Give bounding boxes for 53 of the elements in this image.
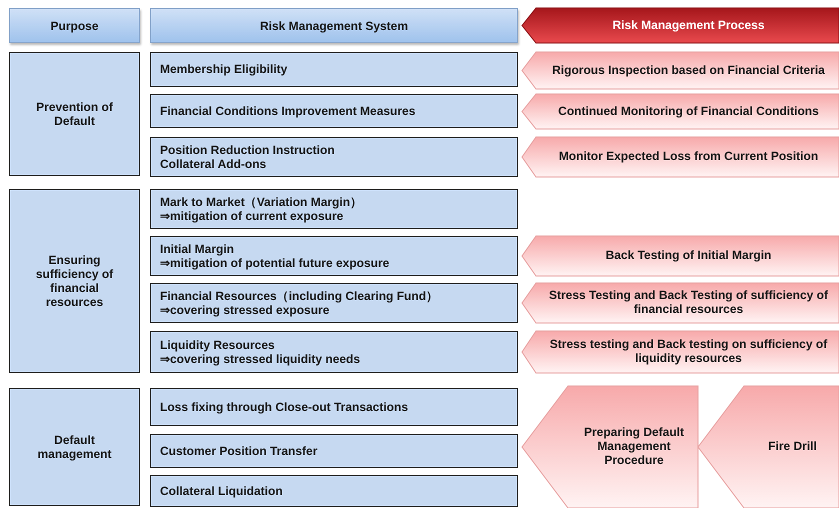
process-column-header: [522, 8, 839, 43]
system-box: [150, 434, 518, 468]
box-label: Initial Margin: [160, 242, 234, 256]
box-label: Prevention of Default: [35, 100, 114, 128]
box-label: Risk Management System: [260, 18, 408, 32]
system-box: [150, 52, 518, 87]
box-label: Purpose: [50, 18, 98, 32]
process-tag: [522, 94, 839, 129]
box-label: ⇒covering stressed liquidity needs: [160, 352, 360, 366]
process-tag: [522, 52, 839, 89]
system-box: [150, 189, 518, 229]
process-tag: [522, 236, 839, 276]
box-label: ⇒mitigation of current exposure: [160, 209, 344, 224]
purpose-box: [9, 52, 140, 176]
box-label: Financial Resources（including Clearing Fund）: [160, 288, 438, 303]
process-tag: [698, 386, 839, 508]
column-header: [150, 8, 518, 43]
system-box: [150, 388, 518, 426]
process-tag: [522, 137, 839, 177]
box-label: Financial Conditions Improvement Measures: [160, 104, 416, 118]
box-label: Rigorous Inspection based on Financial Criteria: [552, 64, 825, 78]
box-label: Mark to Market（Variation Margin）: [160, 194, 362, 209]
box-label: Stress testing and Back testing on sufficiency of liquidity resources: [548, 338, 828, 366]
purpose-box: [9, 189, 140, 373]
box-label: Back Testing of Initial Margin: [606, 249, 772, 263]
box-label: Membership Eligibility: [160, 62, 288, 77]
box-label: Preparing Default Management Procedure: [582, 426, 686, 468]
box-label: Monitor Expected Loss from Current Position: [558, 150, 818, 164]
box-label: ⇒covering stressed exposure: [160, 303, 330, 318]
box-label: Fire Drill: [768, 440, 817, 454]
system-box: [150, 94, 518, 128]
system-box: [150, 475, 518, 507]
system-box: [150, 331, 518, 373]
process-tag: [522, 386, 698, 508]
box-label: Collateral Add-ons: [160, 157, 266, 172]
box-label: Loss fixing through Close-out Transactions: [160, 400, 408, 414]
box-label: Stress Testing and Back Testing of sufficiency of financial resources: [548, 289, 829, 317]
box-label: Ensuring sufficiency of financial resources: [34, 253, 114, 309]
box-label: Default management: [36, 433, 113, 461]
process-tag: [522, 283, 839, 323]
system-box: [150, 283, 518, 323]
box-label: Risk Management Process: [612, 18, 765, 32]
column-header: [9, 8, 140, 43]
box-label: ⇒mitigation of potential future exposure: [160, 256, 390, 270]
box-label: Position Reduction Instruction: [160, 142, 335, 157]
system-box: [150, 137, 518, 177]
system-box: [150, 236, 518, 276]
box-label: Collateral Liquidation: [160, 484, 283, 498]
box-label: Liquidity Resources: [160, 338, 275, 352]
purpose-box: [9, 388, 140, 506]
box-label: Customer Position Transfer: [160, 444, 318, 458]
box-label: Continued Monitoring of Financial Conditions: [558, 104, 819, 118]
process-tag: [522, 331, 839, 373]
